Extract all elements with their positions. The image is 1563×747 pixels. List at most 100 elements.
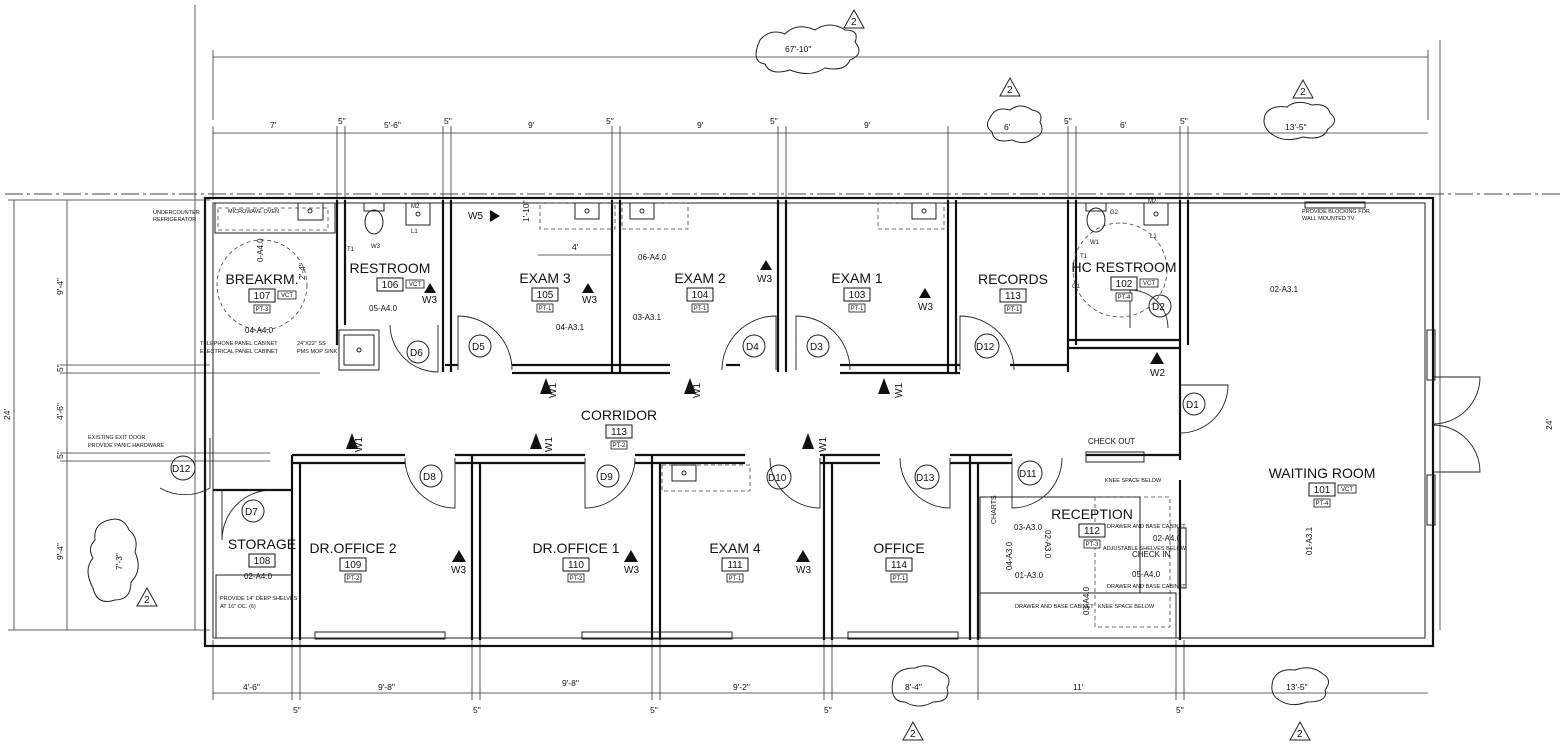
- revision-number-waiting-bottom: 2: [1297, 729, 1303, 740]
- section-ref-5: 04-A3.1: [556, 323, 585, 332]
- room-paint-box-corridor: [610, 440, 628, 450]
- wall-tag-4: W1: [354, 437, 365, 452]
- wall-tag-2: W1: [692, 383, 703, 398]
- dim-tick-3: 5": [650, 705, 658, 715]
- note-electrical: ELECTRICAL PANEL CABINET: [200, 349, 279, 355]
- room-number-box-exam-4: [721, 557, 749, 572]
- note-drawer-3: DRAWER AND BASE CABINET: [1015, 604, 1094, 610]
- dim-wall4: 5": [770, 116, 778, 126]
- revision-number-waiting: 2: [1300, 87, 1306, 98]
- fixture-g2: G2: [1110, 210, 1119, 216]
- dim-bottom-5: 8'-4": [905, 682, 922, 692]
- wall-tag-15: W5: [468, 211, 483, 222]
- wall-tag-14: W3: [796, 565, 811, 576]
- note-mop-sink-2: PMS MOP SINK: [297, 349, 338, 355]
- door-label-d5: D5: [472, 342, 485, 353]
- room-paint-box-records: [1004, 304, 1022, 314]
- room-name-waiting-room: WAITING ROOM: [1269, 465, 1376, 481]
- dim-hc-restroom: 6': [1120, 120, 1127, 130]
- door-tag-d1: [1182, 392, 1206, 416]
- room-paint-waiting-room: PT-4: [1316, 501, 1329, 507]
- note-mop-sink-1: 24"X22" SS: [297, 341, 326, 347]
- room-number-records: 113: [1005, 291, 1021, 302]
- section-ref-15: 05-A4.0: [1132, 570, 1161, 579]
- room-paint-box-exam-4: [726, 573, 744, 583]
- doors: D1 D2 D3 D4 D5 D6 D7 D8 D9 D10 D11: [159, 289, 1481, 541]
- dim-wall6: 5": [1180, 116, 1188, 126]
- door-tag-d12-records: [974, 333, 1000, 359]
- door-tag-d10: [766, 464, 792, 490]
- room-number-box-breakrm: [248, 288, 276, 303]
- fixture-w3: W3: [371, 244, 381, 250]
- dim-exam1: 9': [864, 120, 871, 130]
- revision-number-storage: 2: [144, 595, 150, 606]
- fixture-g1-hc: G1: [1072, 284, 1081, 290]
- room-paint-dr-office-2: PT-2: [347, 576, 360, 582]
- fixtures: W3 L1 M2 T1 W1 G2 M2 L1 T1 G1: [214, 199, 1366, 639]
- room-name-records: RECORDS: [978, 271, 1048, 287]
- dim-exam3-h: 1'-10": [521, 200, 531, 222]
- room-number-exam-2: 104: [692, 290, 709, 301]
- room-name-dr-office-1: DR.OFFICE 1: [532, 540, 619, 556]
- wall-tag-3: W1: [894, 383, 905, 398]
- room-finish-box-restroom: [405, 279, 425, 289]
- room-number-breakrm: 107: [254, 291, 271, 302]
- overall-dimension: 67'-10" 2: [212, 8, 1429, 120]
- note-fridge-1: UNDERCOUNTER: [153, 210, 200, 216]
- revision-triangle-records: [999, 76, 1021, 97]
- room-paint-exam-1: PT-1: [851, 306, 864, 312]
- room-name-dr-office-2: DR.OFFICE 2: [309, 540, 396, 556]
- room-paint-exam-2: PT-1: [694, 306, 707, 312]
- dim-bottom-7: 13'-5": [1286, 682, 1308, 692]
- revision-cloud: [755, 24, 860, 74]
- door-label-d10: D10: [768, 473, 787, 484]
- note-drawer-1: DRAWER AND BASE CABINET: [1107, 524, 1186, 530]
- door-label-d13: D13: [916, 473, 935, 484]
- room-number-dr-office-2: 109: [345, 560, 362, 571]
- dim-tick-4: 5": [824, 705, 832, 715]
- room-number-reception: 112: [1084, 526, 1100, 537]
- room-finish-restroom: VCT: [409, 282, 421, 288]
- door-label-d7: D7: [245, 507, 258, 518]
- dim-breakrm: 7': [270, 120, 277, 130]
- room-name-restroom: RESTROOM: [350, 260, 431, 276]
- dim-bottom-1: 4'-6": [243, 682, 260, 692]
- wall-tags: W1 W1 W1 W1 W1 W1 W2 W3 W3 W3 W3 W3 W3 W…: [346, 210, 1165, 576]
- door-label-d9: D9: [600, 472, 613, 483]
- section-ref-13: 03-A4.0: [1082, 586, 1091, 615]
- room-number-dr-office-1: 110: [568, 560, 584, 571]
- section-ref-16: 01-A3.1: [1305, 526, 1314, 555]
- note-shelves-1: PROVIDE 14" DEEP SHELVES: [220, 596, 298, 602]
- note-knee-1: KNEE SPACE BELOW: [1105, 478, 1162, 484]
- room-name-office: OFFICE: [873, 540, 924, 556]
- dim-overall-height-right: 24': [1544, 419, 1554, 430]
- room-number-box-storage: [248, 553, 276, 568]
- room-number-box-exam-1: [843, 287, 871, 302]
- section-ref-4: 06-A4.0: [638, 253, 667, 262]
- room-paint-box-exam-1: [848, 303, 866, 313]
- room-finish-breakrm: VCT: [281, 293, 293, 299]
- revision-triangle-storage: [136, 586, 158, 607]
- room-name-exam-2: EXAM 2: [674, 270, 726, 286]
- revision-number-office: 2: [910, 729, 916, 740]
- dim-overall-height-left: 24': [2, 409, 12, 420]
- room-paint-records: PT-1: [1007, 307, 1020, 313]
- note-check-in: CHECK IN: [1132, 550, 1170, 559]
- dim-wall5: 5": [1064, 116, 1072, 126]
- section-ref-9: 03-A3.0: [1014, 523, 1043, 532]
- door-label-d12-records: D12: [976, 342, 995, 353]
- room-paint-box-hc-restroom: [1115, 292, 1133, 302]
- room-number-hc-restroom: 102: [1116, 279, 1133, 290]
- revision-number-records: 2: [1007, 85, 1013, 96]
- revision-triangle-waiting: [1292, 78, 1314, 99]
- note-drawer-2: DRAWER AND BASE CABINET: [1107, 584, 1186, 590]
- room-paint-box-reception: [1083, 539, 1101, 549]
- door-tag-d5: [468, 334, 492, 358]
- room-name-exam-1: EXAM 1: [831, 270, 883, 286]
- wall-tag-7: W2: [1150, 368, 1165, 379]
- room-number-office: 114: [891, 560, 907, 571]
- room-number-box-corridor: [605, 424, 633, 439]
- wall-tag-13: W3: [624, 565, 639, 576]
